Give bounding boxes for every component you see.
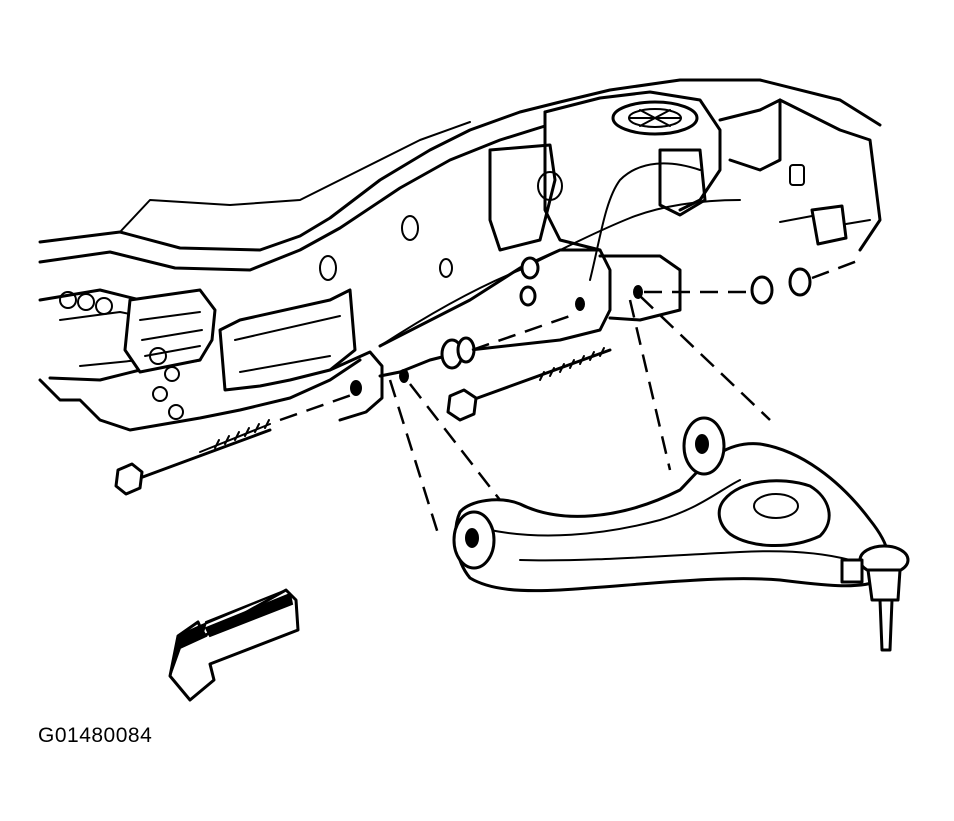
front-direction-arrow-icon (168, 588, 300, 702)
figure-id-label: G01480084 (38, 724, 153, 747)
lower-control-arm (452, 416, 910, 652)
bolt-rear-long (446, 347, 612, 422)
alignment-lines (279, 295, 771, 541)
mounting-brackets (328, 162, 741, 422)
frame-rail (38, 78, 882, 432)
nut-washer-set (440, 256, 861, 370)
bolt-front-long (114, 419, 272, 496)
shock-tower (488, 90, 882, 252)
